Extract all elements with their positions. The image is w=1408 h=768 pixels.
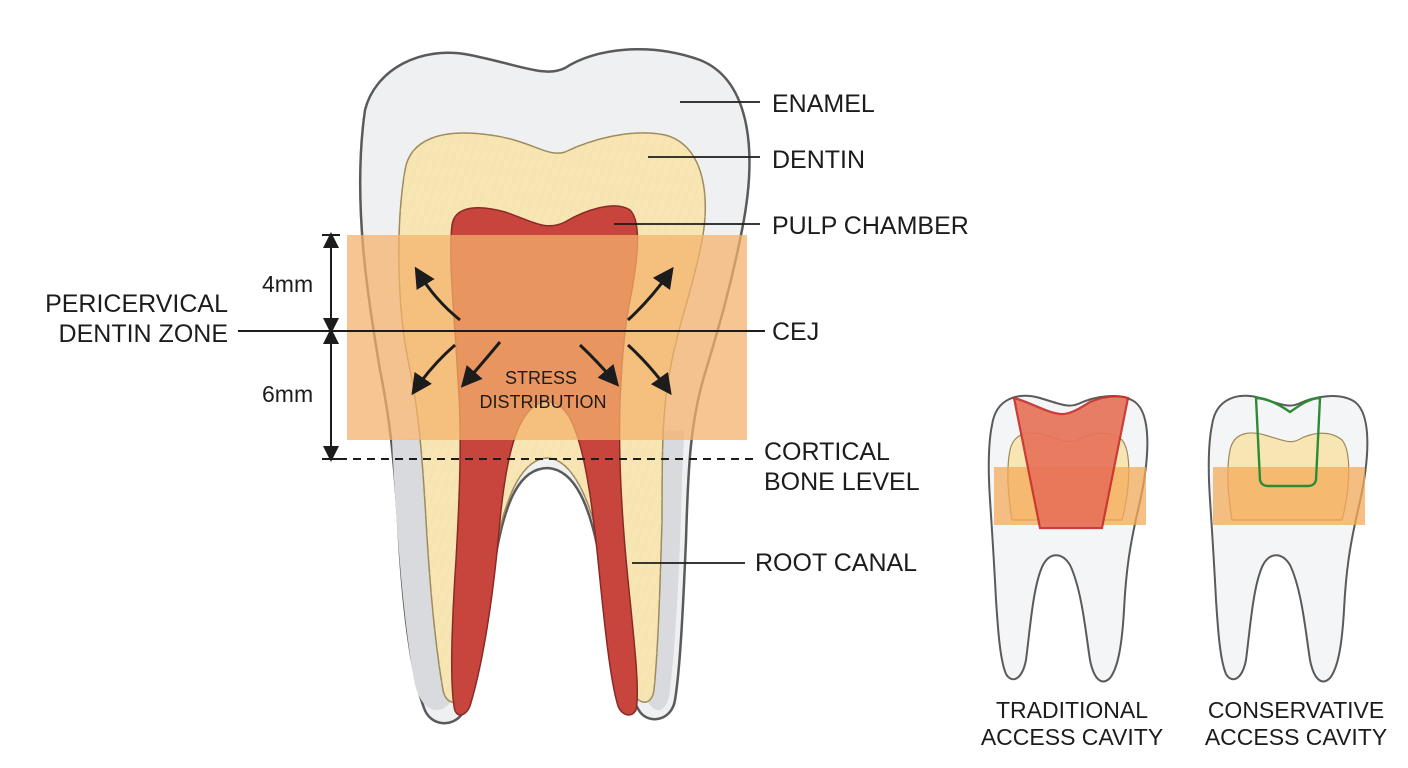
- arrow-lower-right-outer: [626, 343, 672, 396]
- arrow-upper-right: [626, 266, 674, 322]
- label-stress-line2: DISTRIBUTION: [479, 392, 606, 412]
- leader-lines: [614, 101, 760, 564]
- label-cortical-line2: BONE LEVEL: [764, 468, 920, 496]
- label-enamel: ENAMEL: [772, 90, 875, 118]
- caption-traditional-line2: ACCESS CAVITY: [981, 724, 1163, 750]
- arrow-lower-left-outer: [411, 343, 456, 396]
- stress-arrows: [411, 266, 674, 396]
- label-cortical-line1: CORTICAL: [764, 438, 890, 466]
- traditional-tooth: [987, 394, 1149, 683]
- arrow-lower-right-inner: [578, 343, 620, 387]
- conservative-enamel: [1207, 394, 1369, 683]
- label-pulp-chamber: PULP CHAMBER: [772, 212, 969, 240]
- arrow-lower-left-inner: [460, 341, 502, 388]
- label-stress-line1: STRESS: [505, 368, 577, 388]
- pericervical-zone-band: [347, 235, 747, 440]
- conservative-cavity: [1254, 396, 1322, 488]
- label-root-canal: ROOT CANAL: [755, 549, 917, 577]
- caption-conservative-line1: CONSERVATIVE: [1208, 697, 1384, 723]
- caption-traditional-line1: TRADITIONAL: [996, 697, 1148, 723]
- dim-6mm-label: 6mm: [262, 381, 313, 407]
- label-dentin: DENTIN: [772, 146, 865, 174]
- traditional-cavity: [1012, 395, 1130, 530]
- dim-4mm-label: 4mm: [262, 271, 313, 297]
- arrow-upper-left: [414, 266, 461, 322]
- dimension-markers: [322, 232, 340, 462]
- conservative-tooth: [1207, 394, 1369, 683]
- caption-conservative-line2: ACCESS CAVITY: [1205, 724, 1387, 750]
- conservative-zone-band: [1213, 467, 1365, 525]
- label-cej: CEJ: [772, 318, 819, 346]
- label-pericervical-line2: DENTIN ZONE: [59, 320, 228, 348]
- label-pericervical-line1: PERICERVICAL: [45, 290, 228, 318]
